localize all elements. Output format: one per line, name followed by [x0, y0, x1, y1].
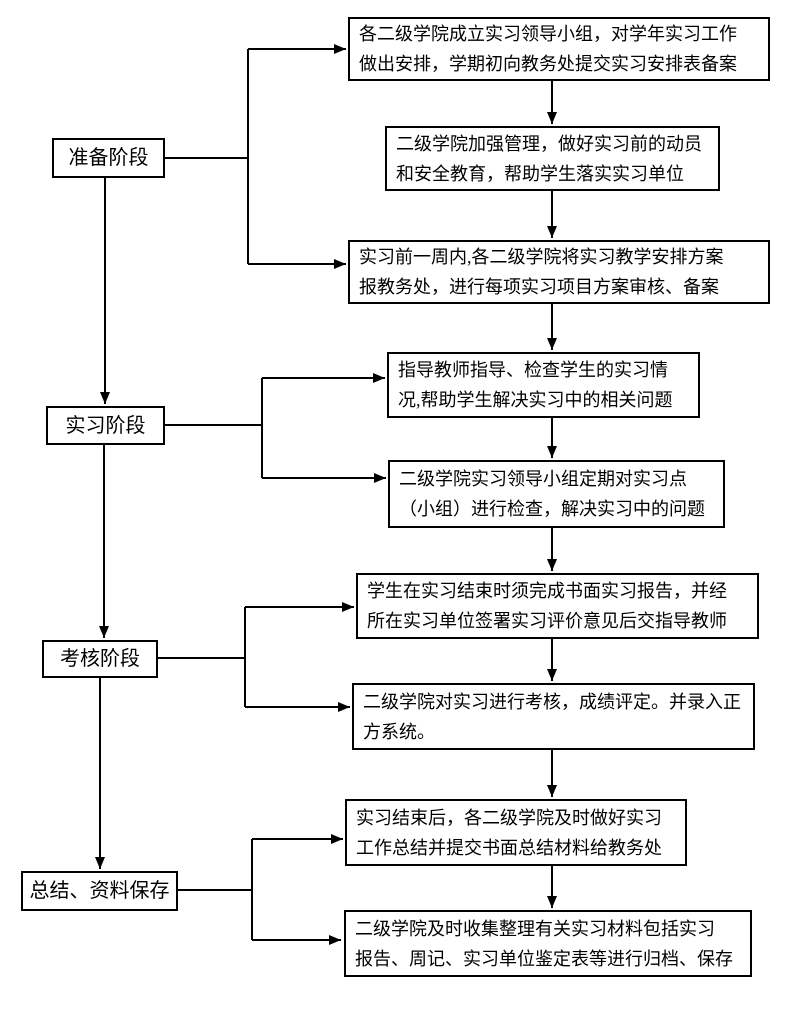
step-box-4: 指导教师指导、检查学生的实习情 况,帮助学生解决实习中的相关问题: [387, 352, 700, 418]
step-box-6: 学生在实习结束时须完成书面实习报告，并经 所在实习单位签署实习评价意见后交指导教…: [356, 573, 759, 639]
stage-box-internship: 实习阶段: [46, 406, 165, 445]
stage-box-summary-archive: 总结、资料保存: [21, 871, 178, 911]
step-box-8: 实习结束后，各二级学院及时做好实习 工作总结并提交书面总结材料给教务处: [345, 799, 687, 866]
step-box-7: 二级学院对实习进行考核，成绩评定。并录入正 方系统。: [352, 683, 755, 750]
step-box-2: 二级学院加强管理，做好实习前的动员 和安全教育，帮助学生落实实习单位: [385, 126, 720, 191]
step-box-3: 实习前一周内,各二级学院将实习教学安排方案 报教务处，进行每项实习项目方案审核、…: [348, 240, 770, 304]
step-box-5: 二级学院实习领导小组定期对实习点 （小组）进行检查，解决实习中的问题: [388, 460, 725, 528]
stage-box-preparation: 准备阶段: [52, 138, 165, 178]
step-box-9: 二级学院及时收集整理有关实习材料包括实习 报告、周记、实习单位鉴定表等进行归档、…: [344, 910, 752, 977]
step-box-1: 各二级学院成立实习领导小组，对学年实习工作 做出安排，学期初向教务处提交实习安排…: [348, 17, 770, 81]
stage-box-assessment: 考核阶段: [42, 640, 158, 678]
